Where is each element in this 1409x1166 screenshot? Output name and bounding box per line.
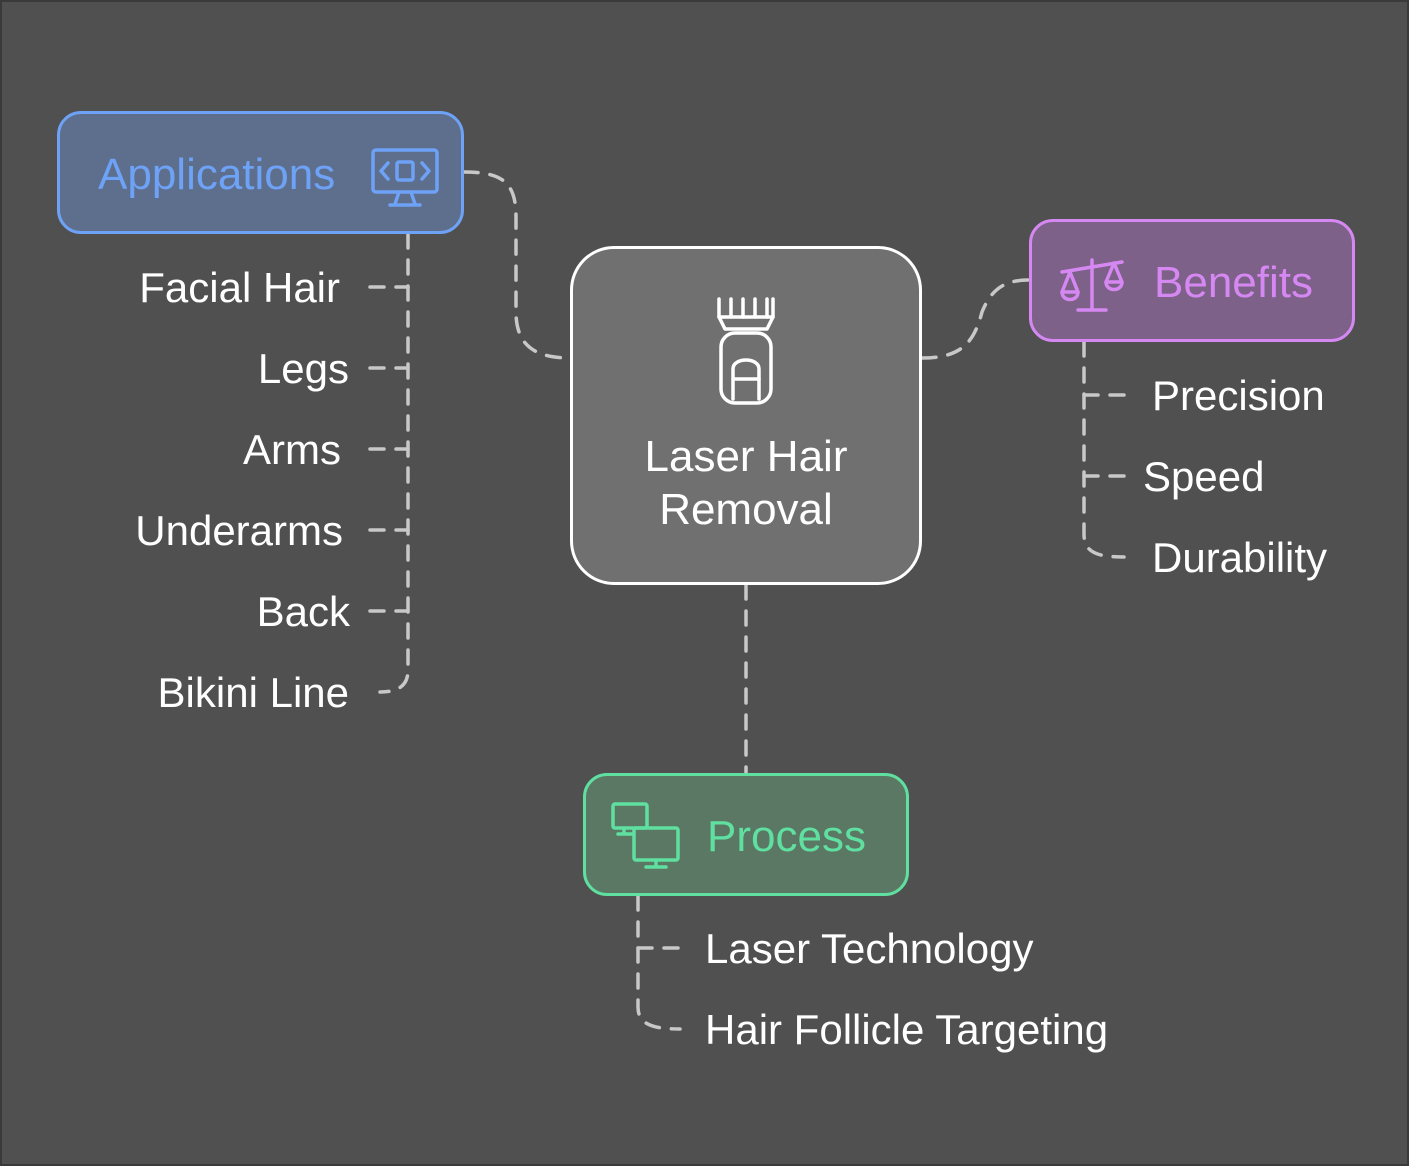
balance-scale-icon (1058, 252, 1126, 319)
application-item: Bikini Line (157, 669, 349, 716)
application-item: Back (256, 588, 350, 635)
application-item: Underarms (135, 507, 343, 554)
center-title-line1: Laser Hair (644, 432, 848, 481)
process-item: Laser Technology (705, 925, 1034, 972)
benefits-label: Benefits (1154, 258, 1313, 307)
benefit-item: Speed (1143, 453, 1265, 500)
benefit-item: Durability (1152, 534, 1328, 581)
connector-applications-center (462, 170, 572, 360)
center-title-line2: Removal (659, 485, 833, 534)
center-title: Laser Hair Removal (596, 430, 896, 536)
center-node: Laser Hair Removal (570, 246, 922, 585)
applications-node: Applications (57, 111, 464, 234)
process-item: Hair Follicle Targeting (705, 1006, 1109, 1053)
multiple-monitors-icon (610, 800, 682, 877)
process-label: Process (707, 812, 866, 861)
application-item: Arms (243, 426, 341, 473)
application-item: Legs (257, 345, 349, 392)
connector-benefits-center (920, 278, 1031, 360)
connector-applications-spine (378, 232, 410, 694)
benefits-node: Benefits (1029, 219, 1355, 342)
process-node: Process (583, 773, 909, 896)
hair-trimmer-icon (711, 295, 781, 412)
connector-process-spine (636, 894, 682, 1031)
applications-label: Applications (98, 150, 336, 199)
application-item: Facial Hair (139, 264, 340, 311)
benefit-item: Precision (1152, 372, 1325, 419)
monitor-code-icon (370, 147, 440, 214)
connector-benefits-spine (1082, 340, 1126, 559)
